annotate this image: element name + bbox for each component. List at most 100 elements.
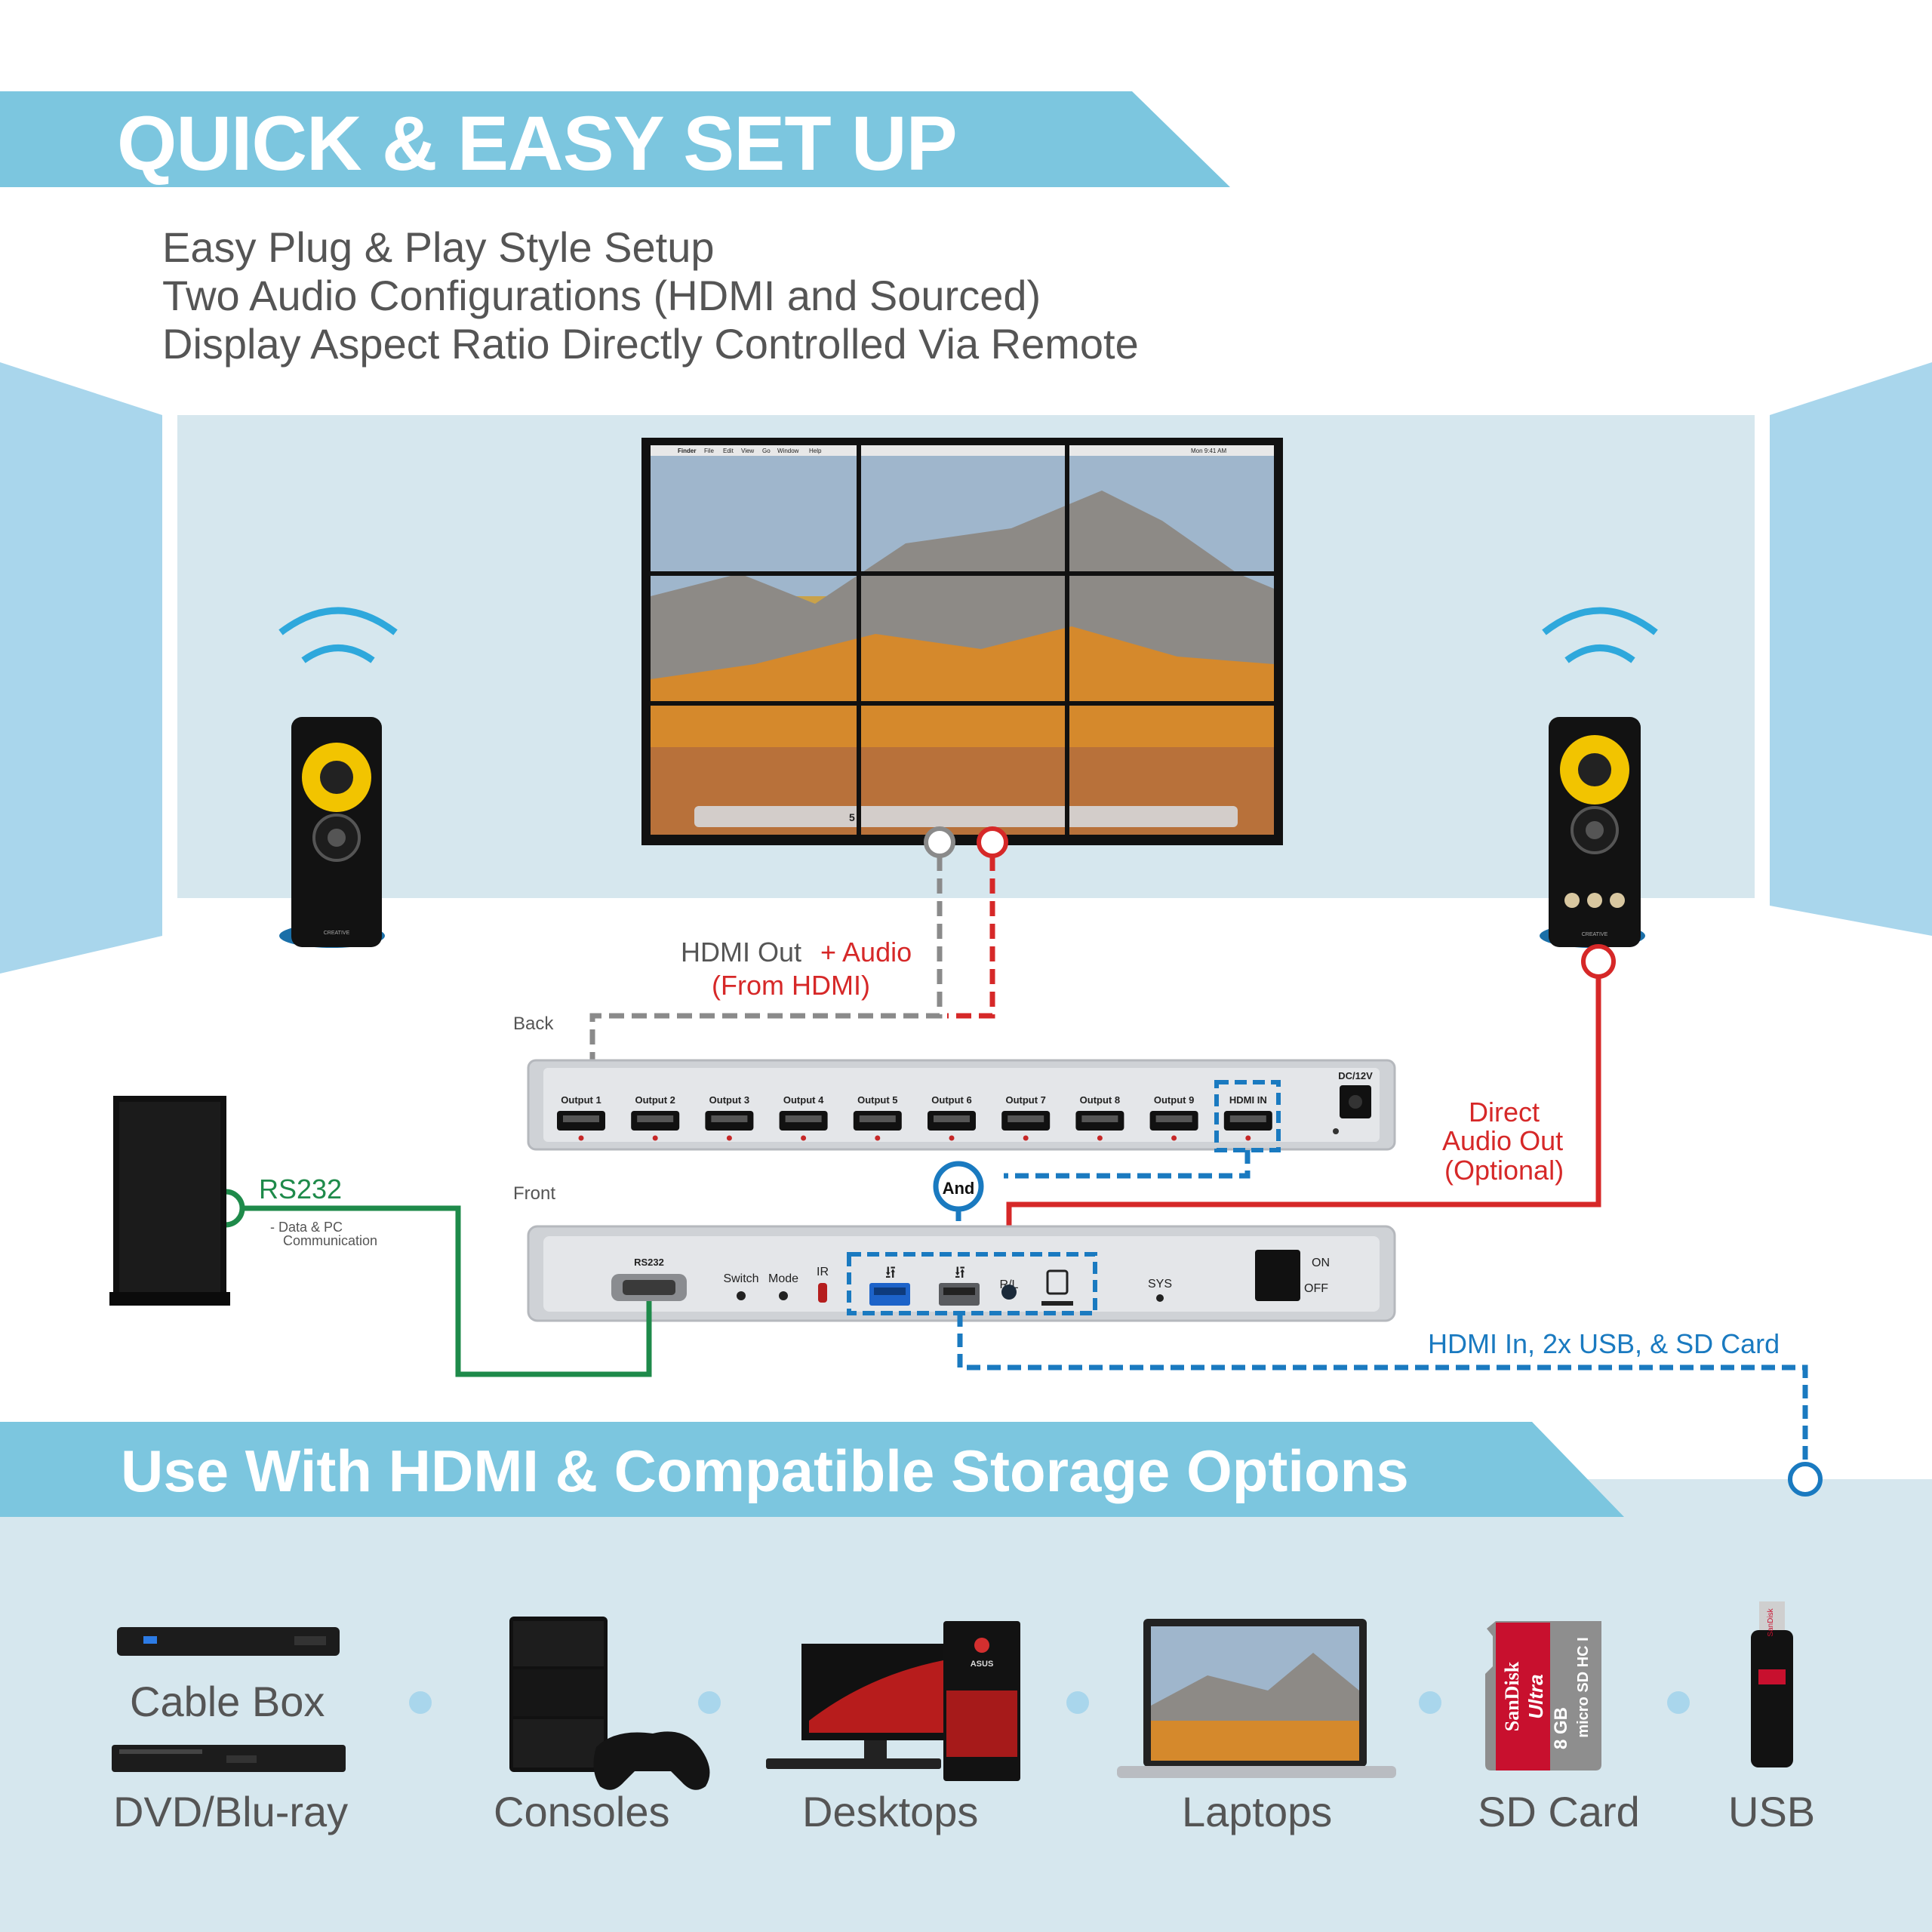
menu-file: File [704,448,714,454]
sd-card-line: Ultra [1524,1674,1547,1718]
desktop-icon [766,1621,1020,1781]
hdmi-port-contacts [859,1115,896,1122]
header-banner [0,91,1230,187]
device-label-laptops: Laptops [1182,1788,1333,1835]
feature-3: Display Aspect Ratio Directly Controlled… [162,320,1139,368]
separator-dot [1667,1691,1690,1714]
back-port-label: Output 7 [1005,1094,1045,1106]
back-port-label: Output 1 [561,1094,601,1106]
hdmi-port-contacts [1229,1115,1266,1122]
back-port-label: Output 5 [857,1094,897,1106]
port-indicator-dot [578,1135,584,1141]
hdmi-out-label: HDMI Out [681,937,802,968]
sd-card-capacity: 8 GB [1551,1707,1571,1749]
back-port-label: Output 9 [1154,1094,1194,1106]
tower-pc [109,1096,230,1306]
hdmi-port-contacts [711,1115,748,1122]
menu-edit: Edit [723,448,734,454]
port-indicator-dot [726,1135,732,1141]
ir-sensor-icon [818,1283,827,1303]
storage-connector-icon [1788,1462,1823,1497]
menu-finder: Finder [678,448,696,454]
separator-dot [698,1691,721,1714]
front-rs232-label: RS232 [634,1257,664,1268]
device-label-usb: USB [1728,1788,1816,1835]
usb-brand: SanDisk [1767,1607,1775,1636]
feature-2: Two Audio Configurations (HDMI and Sourc… [162,272,1041,319]
desktop-brand: ASUS [971,1660,994,1669]
hdmi-port-contacts [1008,1115,1044,1122]
hdmi-port-contacts [934,1115,970,1122]
sd-card-brand: SanDisk [1501,1661,1523,1731]
separator-dot [1419,1691,1441,1714]
front-sys-label: SYS [1148,1278,1172,1291]
sd-card-icon [1046,1269,1069,1295]
cable-box-icon [117,1627,340,1656]
device-label-consoles: Consoles [494,1788,670,1835]
left-speaker [278,607,398,948]
hdmi-audio-label: + Audio [820,937,912,968]
back-port-label: HDMI IN [1229,1094,1267,1106]
back-port-label: Output 8 [1080,1094,1120,1106]
rs232-label: RS232 [259,1174,343,1204]
direct-audio-label-2: Audio Out [1442,1125,1564,1156]
hdmi-port-contacts [563,1115,599,1122]
back-port-label: Output 2 [635,1094,675,1106]
port-indicator-dot [949,1135,955,1141]
direct-audio-label-3: (Optional) [1444,1155,1564,1186]
left-speaker-brand: CREATIVE [324,931,350,936]
menu-view: View [741,448,754,454]
device-label-dvd: DVD/Blu-ray [113,1788,349,1835]
sd-card-product-icon [1485,1621,1601,1770]
dc-label: DC/12V [1338,1070,1373,1081]
footer-title: Use With HDMI & Compatible Storage Optio… [121,1438,1409,1504]
port-indicator-dot [652,1135,658,1141]
and-label: And [943,1179,975,1198]
back-label: Back [513,1014,554,1034]
separator-dot [1066,1691,1089,1714]
port-indicator-dot [1245,1135,1251,1141]
back-port-label: Output 3 [709,1094,749,1106]
port-indicator-dot [801,1135,807,1141]
laptop-icon [1117,1619,1396,1778]
usb-icon-1: ⭿ [885,1264,896,1283]
back-port-label: Output 6 [931,1094,971,1106]
right-speaker-brand: CREATIVE [1582,932,1608,937]
port-indicator-dot [1097,1135,1103,1141]
hdmi-port-contacts [1155,1115,1192,1122]
front-ir-label: IR [817,1266,829,1278]
console-icon [509,1617,710,1790]
usb-icon-2: ⭿ [955,1264,965,1283]
header-title: QUICK & EASY SET UP [117,100,958,186]
rs232-sub-a: - Data & PC [270,1220,343,1235]
port-indicator-dot [1023,1135,1029,1141]
separator-dot [409,1691,432,1714]
dock-calendar-date: 5 [849,811,855,823]
back-port-label: Output 4 [783,1094,824,1106]
front-on-label: ON [1312,1257,1330,1269]
device-label-cable-box: Cable Box [130,1678,325,1725]
port-indicator-dot [875,1135,881,1141]
hdmi-usb-sd-label: HDMI In, 2x USB, & SD Card [1428,1328,1780,1359]
feature-1: Easy Plug & Play Style Setup [162,223,715,271]
front-mode-label: Mode [768,1272,798,1285]
usb-drive-icon [1751,1601,1793,1767]
hdmi-port-contacts [785,1115,822,1122]
menu-window: Window [777,448,799,454]
rs232-sub-b: Communication [283,1233,378,1248]
front-off-label: OFF [1304,1282,1328,1295]
menu-go: Go [762,448,771,454]
port-indicator-dot [1171,1135,1177,1141]
menu-help: Help [809,448,822,454]
device-label-sd-card: SD Card [1478,1788,1640,1835]
footer-banner [0,1422,1624,1517]
menu-clock: Mon 9:41 AM [1191,448,1226,454]
hdmi-port-contacts [1081,1115,1118,1122]
right-speaker [1540,607,1658,948]
power-switch-icon [1255,1250,1300,1301]
front-label: Front [513,1183,556,1204]
sd-slot-icon [1041,1301,1073,1306]
